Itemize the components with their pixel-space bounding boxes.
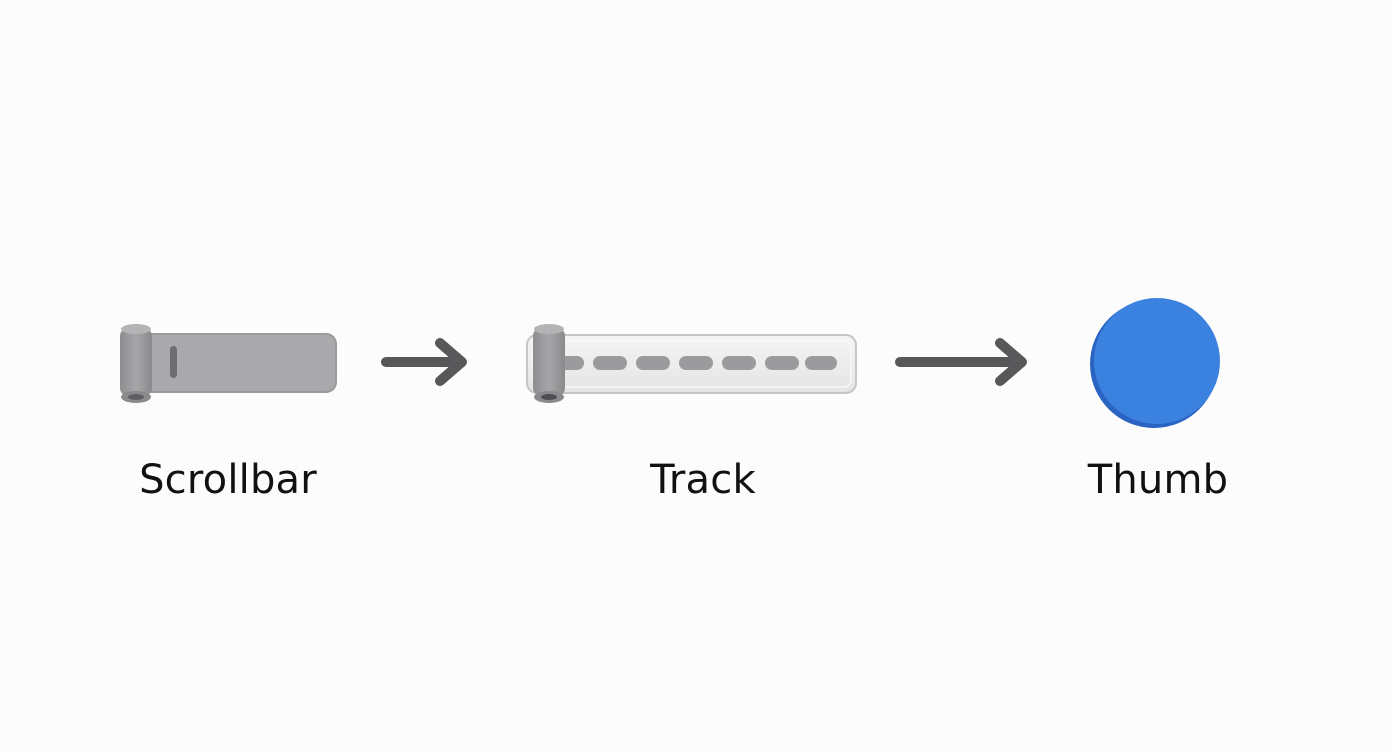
track-icon	[526, 324, 857, 403]
arrow-icon	[895, 338, 1027, 386]
step-label-track: Track	[650, 457, 756, 503]
thumb-icon	[1090, 298, 1220, 428]
scrollbar-icon	[120, 324, 337, 403]
step-label-scrollbar: Scrollbar	[139, 457, 317, 503]
step-label-thumb: Thumb	[1087, 457, 1229, 503]
arrow-icon	[381, 338, 467, 386]
